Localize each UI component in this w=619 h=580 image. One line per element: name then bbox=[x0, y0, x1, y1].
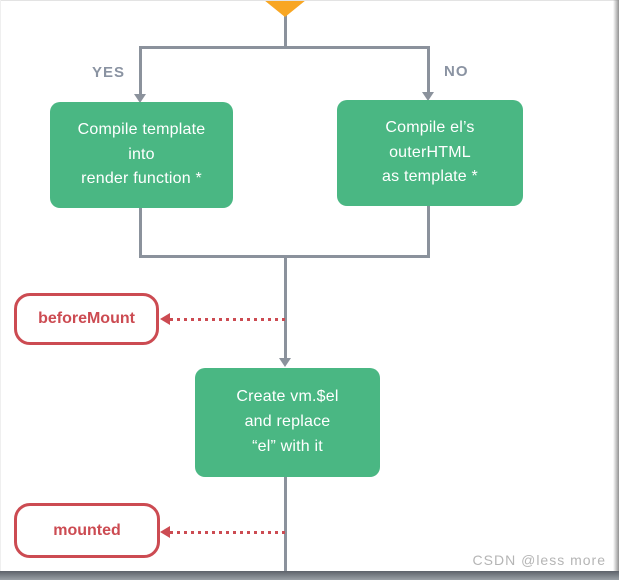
frame-top-edge bbox=[0, 0, 619, 1]
connector-no-vertical bbox=[427, 46, 430, 93]
node-text-line: render function * bbox=[81, 170, 202, 188]
hook-beforemount: beforeMount bbox=[14, 293, 159, 345]
connector-branch-horizontal bbox=[139, 46, 430, 49]
branch-label-yes: YES bbox=[92, 64, 126, 81]
watermark: CSDN @less more bbox=[472, 552, 606, 568]
node-compile-template: Compile template into render function * bbox=[50, 102, 233, 208]
node-text-line: outerHTML bbox=[389, 143, 471, 161]
frame-left-edge bbox=[0, 0, 1, 580]
arrowhead-no-icon bbox=[422, 92, 434, 101]
connector-center-vertical bbox=[284, 255, 287, 359]
node-text-line: and replace bbox=[244, 413, 331, 431]
frame-bottom-edge bbox=[0, 571, 619, 580]
connector-yes-merge-vertical bbox=[139, 208, 142, 258]
arrowhead-beforemount-left-icon bbox=[160, 313, 170, 325]
connector-yes-vertical bbox=[139, 46, 142, 95]
node-text-line: Compile el’s bbox=[385, 118, 475, 136]
hook-label: mounted bbox=[53, 521, 121, 539]
node-text-line: Compile template bbox=[77, 120, 206, 138]
frame-right-edge bbox=[613, 0, 619, 580]
node-create-el: Create vm.$el and replace “el” with it bbox=[195, 368, 380, 477]
node-text-line: “el” with it bbox=[252, 437, 323, 455]
connector-no-merge-vertical bbox=[427, 206, 430, 258]
arrowhead-center-icon bbox=[279, 358, 291, 367]
node-text-line: as template * bbox=[382, 168, 478, 186]
arrowhead-mounted-left-icon bbox=[160, 526, 170, 538]
dotted-connector-beforemount bbox=[170, 318, 287, 321]
node-compile-el: Compile el’s outerHTML as template * bbox=[337, 100, 523, 206]
node-text-line: into bbox=[128, 145, 155, 163]
decision-diamond-icon bbox=[264, 0, 306, 17]
connector-decision-vertical bbox=[284, 15, 287, 48]
dotted-connector-mounted bbox=[170, 531, 287, 534]
branch-label-no: NO bbox=[444, 63, 469, 80]
connector-bottom-vertical bbox=[284, 477, 287, 573]
node-text-line: Create vm.$el bbox=[236, 388, 339, 406]
hook-label: beforeMount bbox=[38, 310, 135, 327]
hook-mounted: mounted bbox=[14, 503, 160, 558]
arrowhead-yes-icon bbox=[134, 94, 146, 103]
